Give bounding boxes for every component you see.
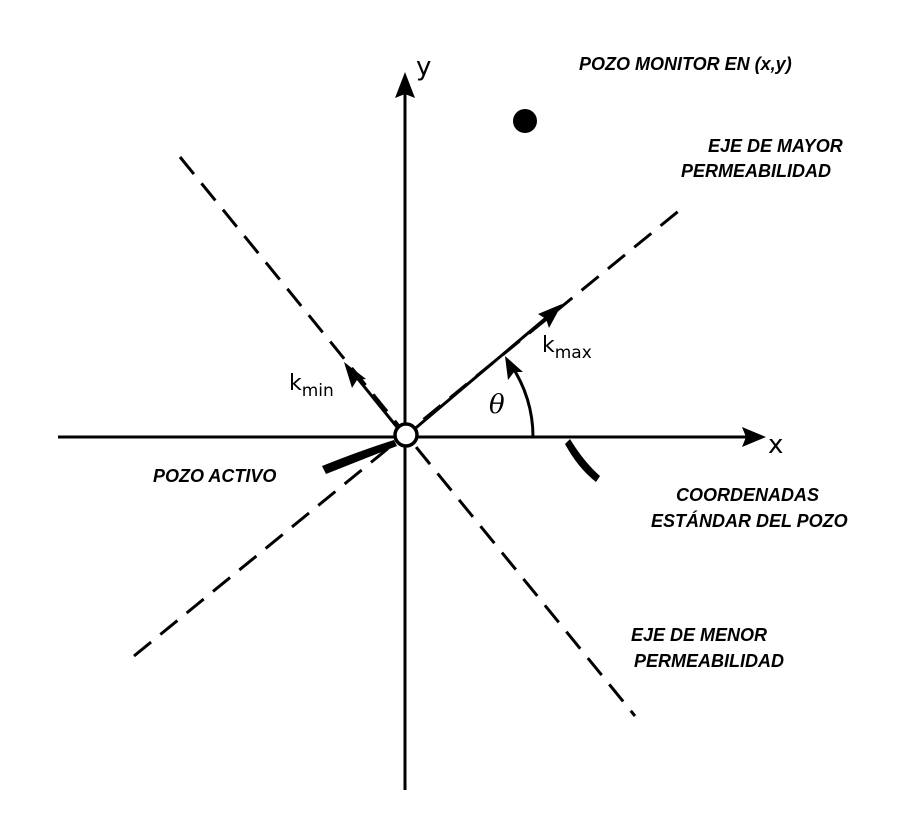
major-axis-label-line1: EJE DE MAYOR: [708, 136, 843, 156]
k-max-arrow: [404, 310, 554, 439]
theta-arc-arrowhead: [505, 356, 523, 380]
k-min-subscript: min: [302, 381, 334, 401]
k-max-label: kmax: [542, 333, 592, 363]
y-axis-arrowhead: [395, 72, 415, 98]
minor-axis-label-line2: PERMEABILIDAD: [634, 651, 784, 671]
x-axis-arrowhead: [742, 427, 766, 447]
monitor-well-label: POZO MONITOR EN (x,y): [579, 54, 792, 74]
standard-coords-label-line2: ESTÁNDAR DEL POZO: [651, 510, 848, 531]
theta-symbol: θ: [489, 390, 505, 420]
active-well-marker: [393, 422, 419, 448]
major-axis-label-line2: PERMEABILIDAD: [681, 161, 831, 181]
minor-axis-label-line1: EJE DE MENOR: [631, 625, 767, 645]
y-axis-label: y: [416, 52, 431, 82]
k-min-label: kmin: [289, 371, 334, 401]
k-min-base: k: [289, 371, 302, 396]
monitor-well-marker: [513, 109, 537, 133]
theta-angle-arc: [509, 364, 535, 438]
standard-coords-pointer: [565, 439, 600, 482]
k-min-arrowhead: [344, 362, 366, 388]
x-axis-label: x: [768, 430, 783, 460]
k-max-subscript: max: [555, 343, 592, 363]
k-max-arrowhead: [538, 304, 562, 328]
active-well-label: POZO ACTIVO: [153, 466, 276, 486]
k-max-base: k: [542, 333, 555, 358]
active-well-pointer: [322, 440, 397, 474]
standard-coords-label-line1: COORDENADAS: [676, 485, 819, 505]
